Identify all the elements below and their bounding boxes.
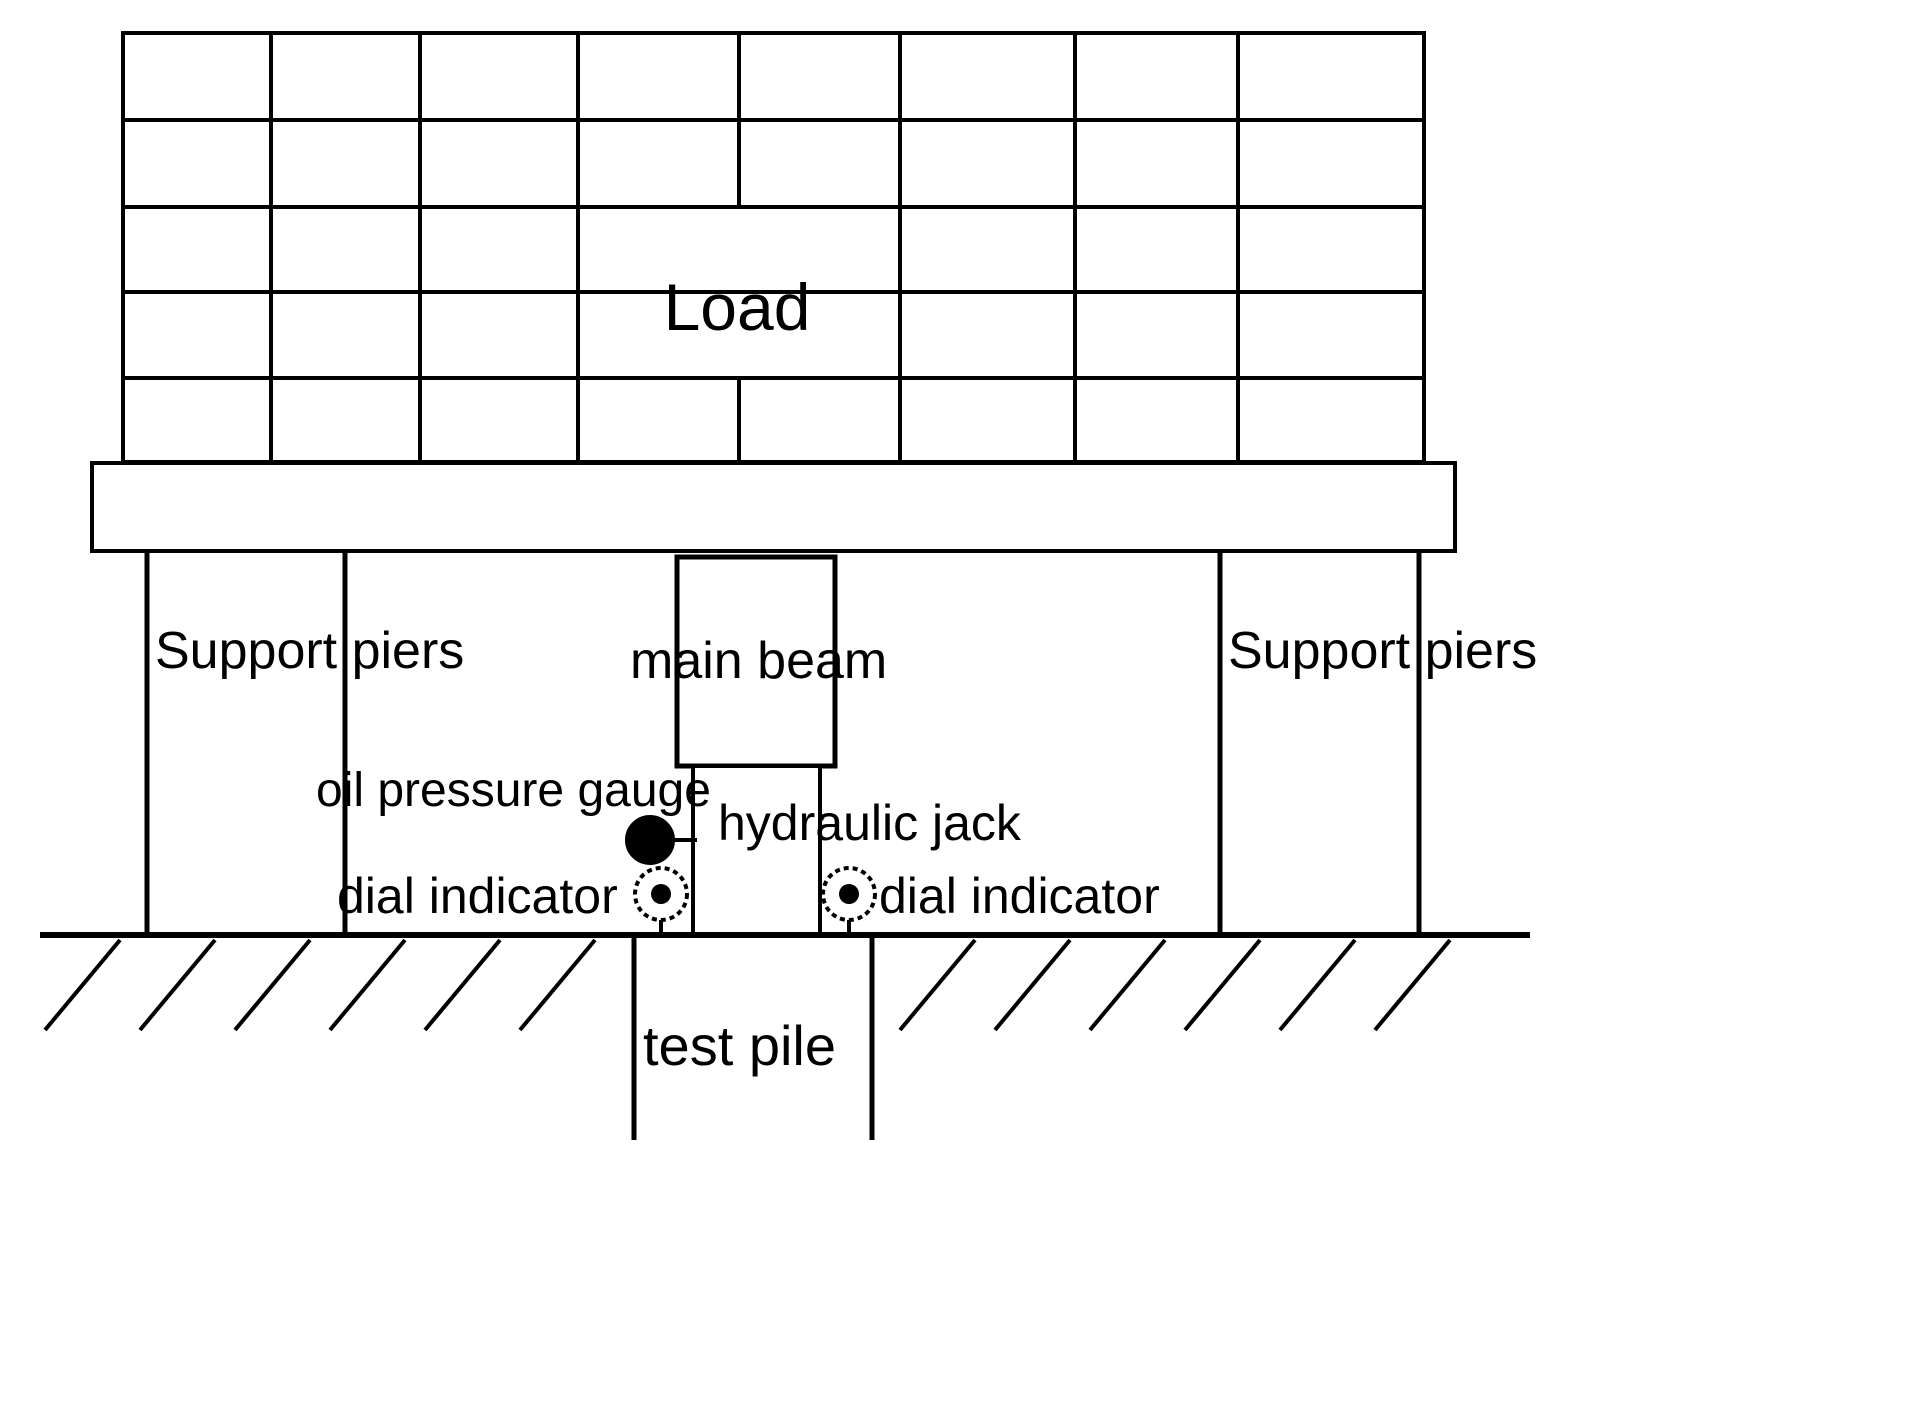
support-piers [144, 551, 1422, 935]
dial-indicator-right [821, 866, 877, 935]
dial-indicator-right-needle-dot [839, 884, 859, 904]
support-piers-right-label: Support piers [1228, 622, 1537, 680]
oil-pressure-gauge-label: oil pressure gauge [316, 764, 711, 817]
support-piers-left-label: Support piers [155, 622, 464, 680]
load-row-1-columns [269, 33, 1240, 120]
load-row-5-columns [269, 378, 1240, 462]
dial-indicator-left [633, 866, 689, 935]
hydraulic-jack-label: hydraulic jack [718, 795, 1022, 851]
load-row-2-columns [269, 120, 1240, 207]
ground-hatching [43, 938, 1452, 1032]
oil-pressure-gauge-icon [625, 815, 675, 865]
main-beam-label: main beam [630, 632, 887, 690]
load-row-3-columns [269, 207, 1240, 292]
load-row-4-columns [269, 292, 1240, 378]
test-pile-label: test pile [643, 1014, 836, 1077]
load-stack [121, 31, 1426, 464]
dial-indicator-right-label: dial indicator [879, 868, 1160, 924]
dial-indicator-left-label: dial indicator [337, 868, 618, 924]
dial-indicator-left-needle-dot [651, 884, 671, 904]
platform-beam [90, 461, 1457, 553]
load-label: Load [664, 270, 811, 344]
test-pile [631, 935, 875, 1140]
main-beam-box [674, 554, 838, 769]
load-stack-outline [121, 31, 1426, 464]
